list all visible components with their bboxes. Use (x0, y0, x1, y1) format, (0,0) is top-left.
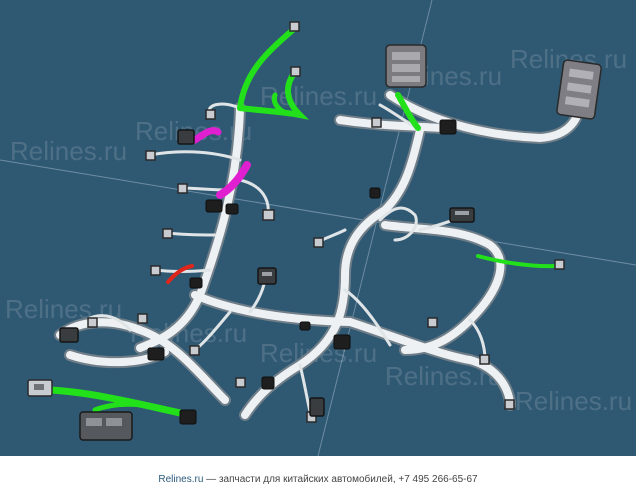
clip (205, 199, 223, 213)
harness-connectors (27, 44, 602, 441)
wire-terminal (235, 377, 246, 388)
wire-terminal (205, 109, 216, 120)
highlight-green-segment (237, 69, 310, 120)
wire-terminal (479, 354, 490, 365)
wire-terminal (150, 265, 161, 276)
viewport-background (0, 0, 636, 456)
wire-terminal (162, 228, 173, 239)
small-connector (27, 379, 53, 397)
highlight-green-segment (237, 25, 298, 111)
small-connector (177, 129, 195, 145)
harness-branch (56, 318, 229, 404)
wire-terminal (313, 237, 324, 248)
clip (179, 409, 197, 425)
wire-terminal (290, 66, 301, 77)
clip (299, 321, 311, 331)
wire-terminal (504, 399, 515, 410)
wire-terminal (262, 209, 275, 221)
clip (439, 119, 457, 135)
wire-terminal (137, 313, 148, 324)
highlight-green-segment (395, 92, 421, 131)
footer-tagline: запчасти для китайских автомобилей, +7 4… (218, 473, 478, 485)
harness-thin-branch (148, 150, 242, 162)
harness-trunks (54, 89, 586, 422)
harness-thin-branch (343, 288, 392, 347)
small-connector (59, 327, 79, 343)
highlight-magenta-segment (191, 127, 222, 144)
clip (333, 334, 351, 350)
small-connector (449, 207, 475, 223)
grid-line-horizontal (0, 159, 636, 266)
clip (225, 203, 239, 215)
wire-terminal (427, 317, 438, 328)
wire-terminal (177, 183, 188, 194)
watermark-text: Relines.ru (10, 136, 127, 166)
harness-trunk (241, 126, 424, 419)
highlight-green-segment (271, 92, 293, 117)
highlight-magenta-segment (216, 161, 251, 199)
highlight-green-segment (476, 254, 557, 269)
wire-terminal (554, 259, 565, 270)
diagram-viewport: Relines.ru Relines.ru Relines.ru Relines… (0, 0, 636, 456)
highlight-red-segment (166, 264, 194, 284)
harness-branch (336, 116, 444, 132)
footer-site-name[interactable]: Relines.ru (158, 473, 204, 485)
large-connector (556, 59, 602, 120)
wire-terminal (145, 150, 156, 161)
clip (189, 277, 203, 289)
watermark-text: Relines.ru (515, 386, 632, 416)
wire-terminal (289, 21, 300, 32)
harness-thin-branch (378, 206, 418, 242)
highlighted-segments (46, 25, 557, 419)
footer: Relines.ru — запчасти для китайских авто… (0, 456, 636, 502)
harness-branch (381, 221, 505, 354)
clip (147, 347, 165, 361)
wire-terminal (189, 345, 200, 356)
harness-branch (191, 291, 354, 326)
highlight-green-segment (92, 401, 188, 419)
clip (261, 376, 275, 390)
large-connector (385, 44, 427, 88)
wire-terminals (87, 21, 565, 423)
wiring-harness-diagram: Relines.ru Relines.ru Relines.ru Relines… (0, 0, 636, 456)
wire-terminal (87, 317, 98, 328)
footer-separator: — (203, 473, 219, 485)
small-connector (257, 267, 277, 285)
small-connector (309, 397, 325, 417)
harness-thin-branch (88, 314, 132, 332)
harness-clips (147, 119, 457, 425)
wire-terminal (371, 117, 382, 128)
clip (369, 187, 381, 199)
large-connector (79, 411, 133, 441)
harness-trunk (386, 91, 584, 142)
